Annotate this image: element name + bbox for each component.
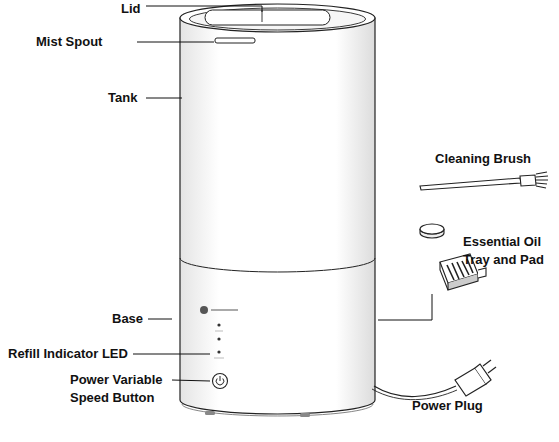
part-label: Essential Oil Tray and Pad [463, 233, 555, 269]
part-label: Tank [108, 89, 137, 107]
leader-lines [133, 6, 432, 381]
part-label: Lid [121, 0, 141, 18]
part-label: Power Plug [412, 397, 483, 415]
part-label: Base [112, 310, 143, 328]
part-label: Power Variable Speed Button [70, 371, 170, 407]
part-label: Cleaning Brush [435, 150, 531, 168]
base-controls [200, 306, 238, 389]
mist-spout [215, 38, 255, 43]
lid [180, 4, 375, 32]
humidifier-body [180, 18, 375, 417]
cleaning-brush [420, 172, 548, 190]
part-label: Mist Spout [36, 33, 102, 51]
power-cord [372, 360, 496, 400]
part-label: Refill Indicator LED [8, 345, 128, 363]
